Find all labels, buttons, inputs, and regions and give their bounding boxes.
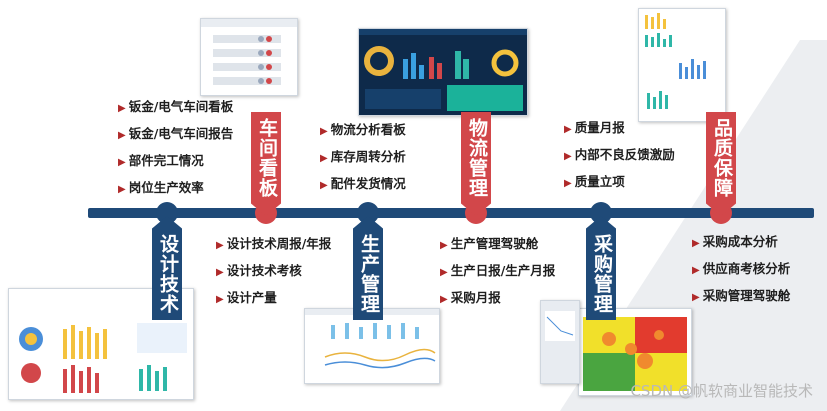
watermark: CSDN @帆软商业智能技术 (630, 382, 813, 400)
list-item: ▶生产日报/生产月报 (440, 263, 556, 278)
list-item: ▶采购管理驾驶舱 (692, 288, 791, 303)
procurement-window-screenshot (540, 300, 580, 384)
list-item: ▶生产管理驾驶舱 (440, 236, 539, 251)
production-dashboard-screenshot (358, 28, 528, 116)
timeline-axis (88, 208, 814, 218)
list-item: ▶部件完工情况 (118, 153, 204, 168)
node-design-tech (156, 202, 178, 224)
list-item: ▶物流分析看板 (320, 122, 406, 137)
banner-workshop-board: 车间看板 (251, 112, 281, 216)
list-quality: ▶采购成本分析 ▶供应商考核分析 ▶采购管理驾驶舱 (692, 232, 790, 313)
list-item: ▶岗位生产效率 (118, 180, 204, 195)
list-production-upper: ▶物流分析看板 ▶库存周转分析 ▶配件发货情况 (320, 120, 406, 201)
banner-production: 生产管理 (353, 216, 383, 320)
list-item: ▶钣金/电气车间看板 (118, 99, 234, 114)
list-logistics: ▶生产管理驾驶舱 ▶生产日报/生产月报 ▶采购月报 (440, 234, 555, 315)
list-procurement-upper: ▶质量月报 ▶内部不良反馈激励 ▶质量立项 (564, 118, 675, 199)
list-item: ▶钣金/电气车间报告 (118, 126, 234, 141)
list-item: ▶设计技术考核 (216, 263, 302, 278)
node-production (357, 202, 379, 224)
banner-procurement: 采购管理 (586, 216, 616, 320)
design-tech-screenshot (8, 288, 194, 400)
list-item: ▶质量月报 (564, 120, 625, 135)
procurement-matrix-screenshot (578, 308, 692, 396)
list-item: ▶设计产量 (216, 290, 277, 305)
list-item: ▶库存周转分析 (320, 149, 406, 164)
list-item: ▶供应商考核分析 (692, 261, 791, 276)
list-item: ▶采购成本分析 (692, 234, 778, 249)
list-workshop-board: ▶钣金/电气车间看板 ▶钣金/电气车间报告 ▶部件完工情况 ▶岗位生产效率 (118, 97, 233, 205)
banner-logistics: 物流管理 (461, 112, 491, 216)
list-item: ▶配件发货情况 (320, 176, 406, 191)
list-item: ▶设计技术周报/年报 (216, 236, 332, 251)
quality-report-screenshot (638, 8, 726, 122)
list-item: ▶内部不良反馈激励 (564, 147, 675, 162)
list-item: ▶采购月报 (440, 290, 501, 305)
banner-design-tech: 设计技术 (152, 216, 182, 320)
list-item: ▶质量立项 (564, 174, 625, 189)
node-procurement (590, 202, 612, 224)
list-design-tech: ▶设计技术周报/年报 ▶设计技术考核 ▶设计产量 (216, 234, 331, 315)
workshop-board-screenshot (200, 18, 298, 96)
banner-quality: 品质保障 (706, 112, 736, 216)
